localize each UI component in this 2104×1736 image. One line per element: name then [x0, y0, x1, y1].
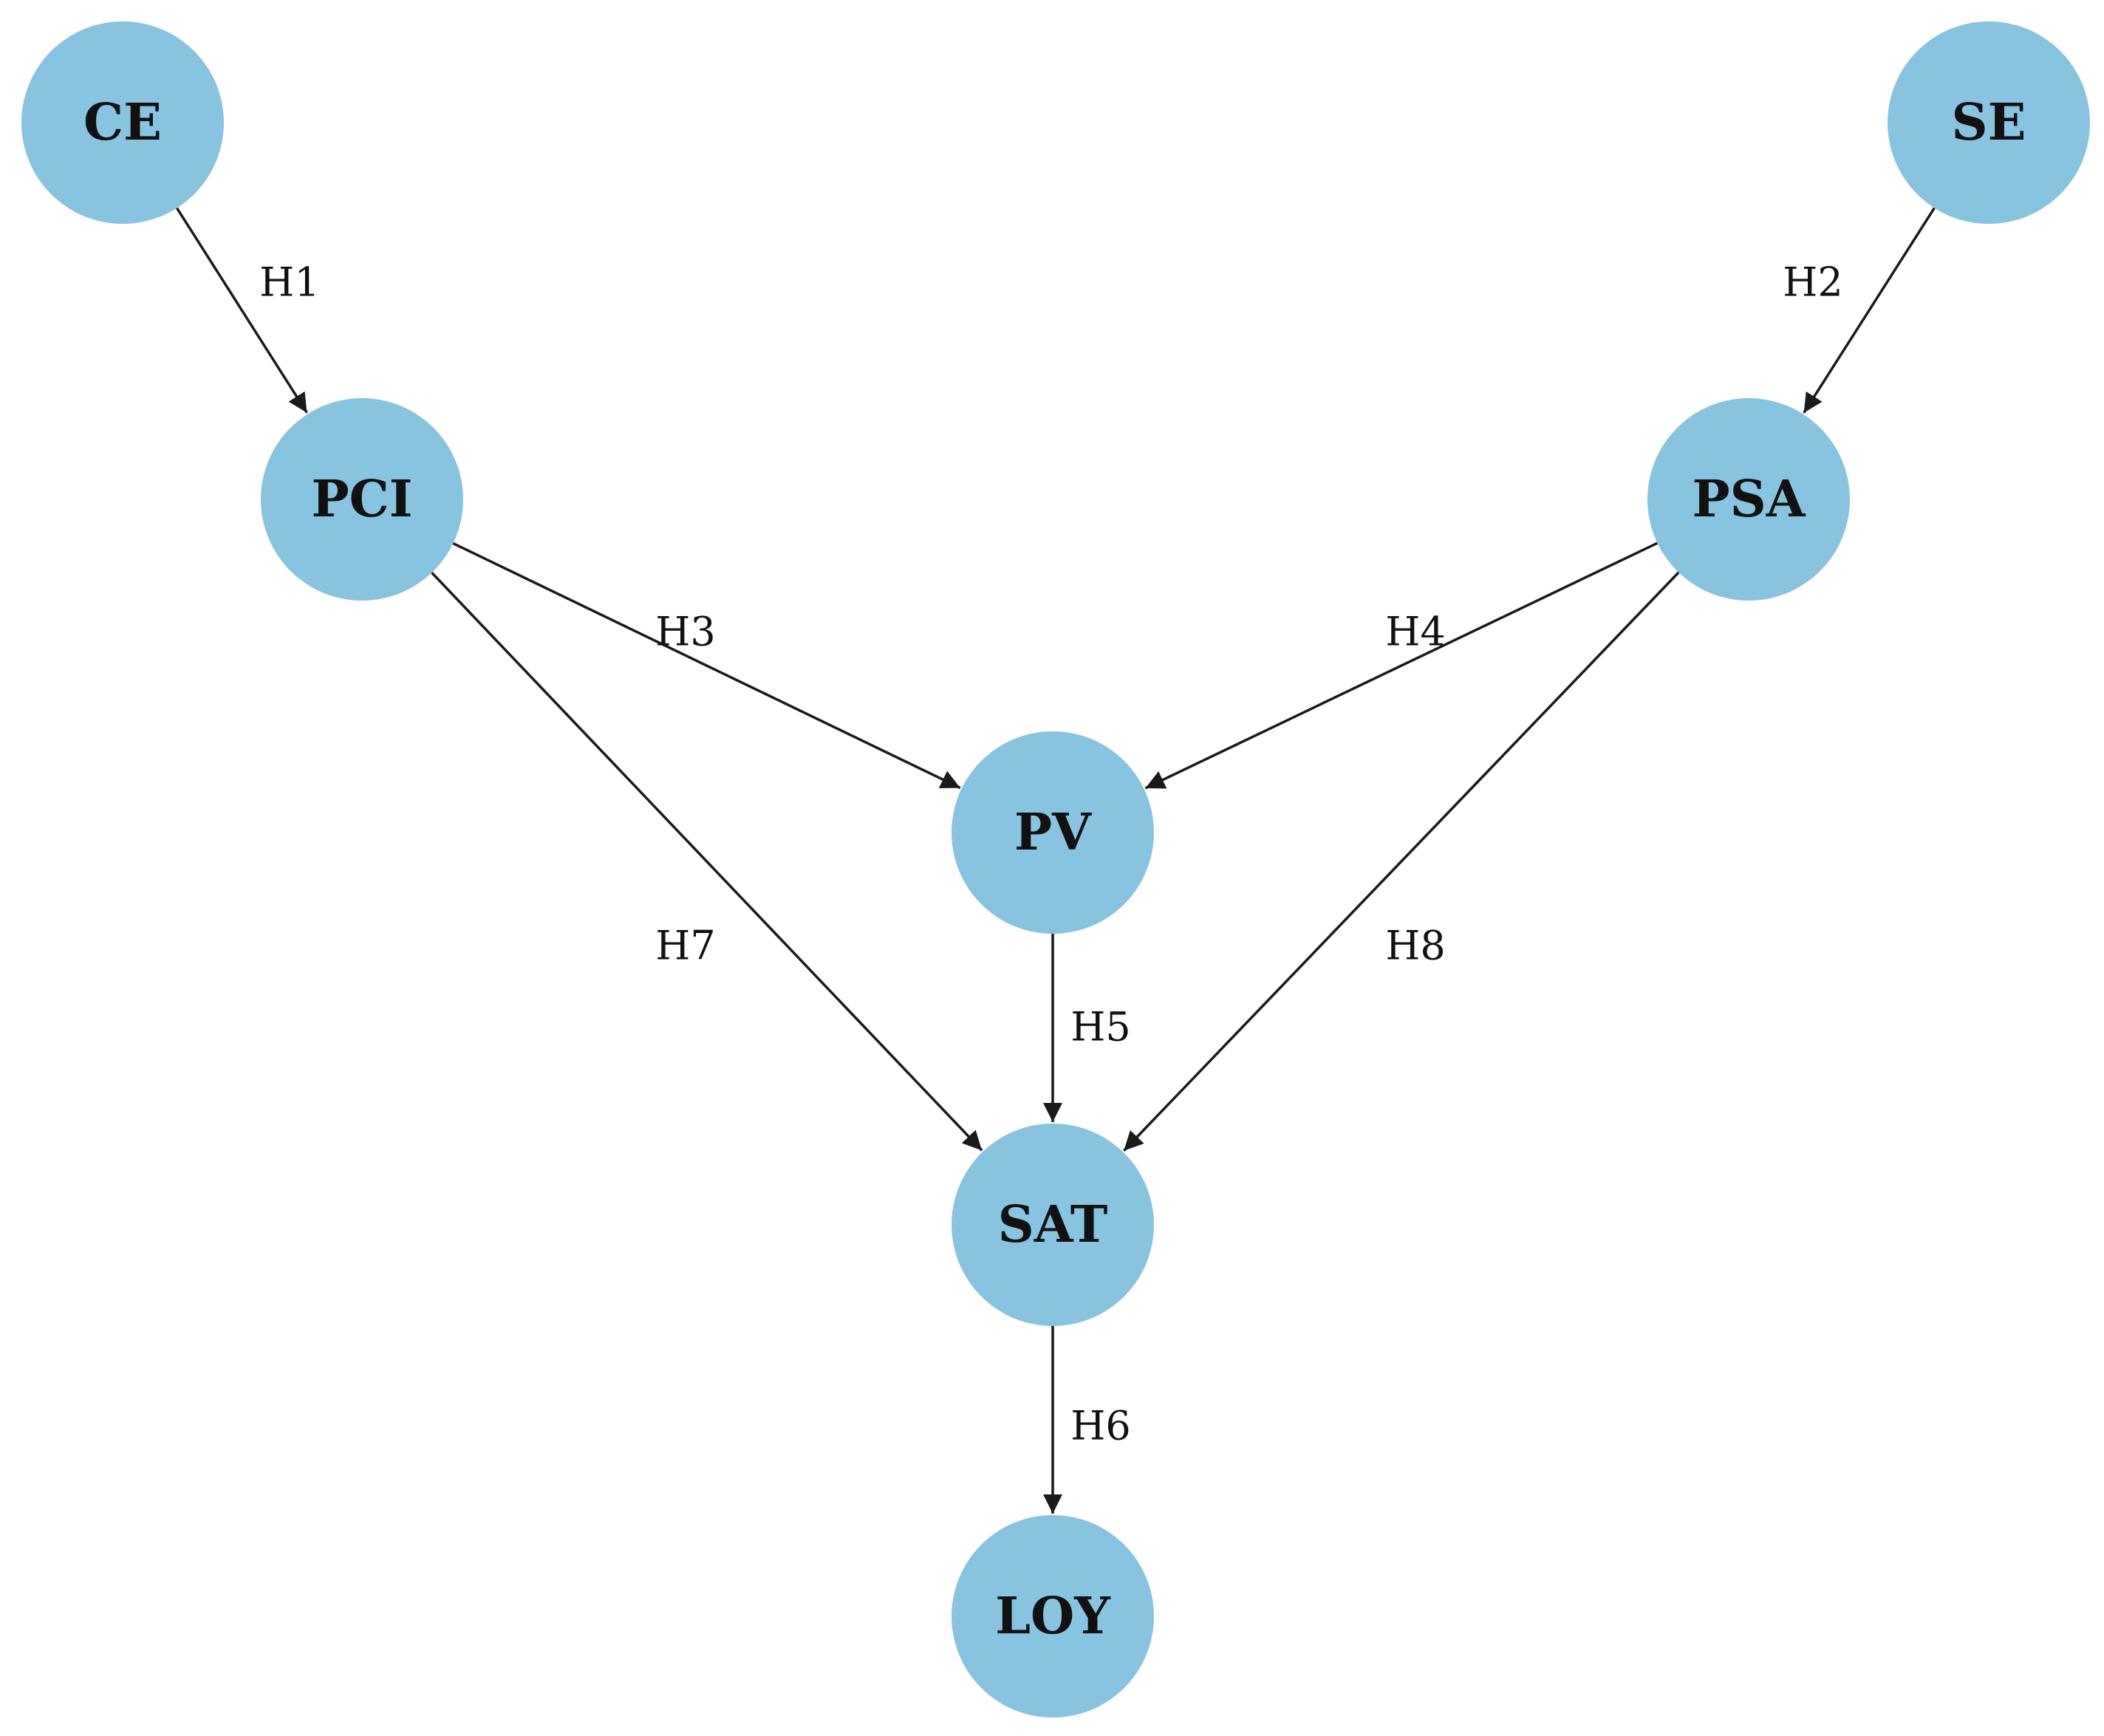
- node-circle-sat: [952, 1124, 1154, 1326]
- edge-arrow-h2: [1803, 207, 1936, 414]
- node-label-pv: PV: [1014, 803, 1092, 862]
- edge-label-h4: H4: [1385, 609, 1445, 655]
- edge-label-h5: H5: [1070, 1004, 1130, 1050]
- edge-arrow-h4: [1144, 541, 1659, 790]
- edge-label-h8: H8: [1385, 923, 1445, 969]
- node-circle-psa: [1647, 398, 1850, 601]
- node-circle-pci: [261, 398, 463, 601]
- node-pv: PV: [952, 731, 1154, 934]
- node-label-ce: CE: [83, 93, 162, 152]
- node-loy: LOY: [952, 1515, 1154, 1718]
- node-se: SE: [1888, 21, 2090, 224]
- edge-label-h2: H2: [1783, 259, 1842, 306]
- node-circle-loy: [952, 1515, 1154, 1718]
- node-circle-ce: [21, 21, 224, 224]
- edge-label-h6: H6: [1070, 1403, 1130, 1449]
- node-label-pci: PCI: [311, 470, 412, 529]
- node-ce: CE: [21, 21, 224, 224]
- node-label-psa: PSA: [1693, 470, 1806, 529]
- node-circle-se: [1888, 21, 2090, 224]
- node-label-sat: SAT: [998, 1195, 1108, 1254]
- node-label-se: SE: [1952, 93, 2026, 152]
- edge-arrow-h3: [452, 541, 961, 790]
- node-sat: SAT: [952, 1124, 1154, 1326]
- node-label-loy: LOY: [995, 1587, 1111, 1646]
- nodes-layer: CE SE PCI PSA PV SAT LOY: [21, 21, 2090, 1718]
- edge-arrow-h1: [175, 207, 308, 414]
- node-psa: PSA: [1647, 398, 1850, 601]
- edge-label-h1: H1: [259, 259, 319, 306]
- edge-label-h3: H3: [655, 609, 715, 655]
- node-circle-pv: [952, 731, 1154, 934]
- edge-arrow-h7: [431, 572, 983, 1152]
- edge-arrow-h8: [1122, 571, 1680, 1152]
- node-pci: PCI: [261, 398, 463, 601]
- edge-label-h7: H7: [655, 923, 715, 969]
- edges-layer: [175, 207, 1936, 1514]
